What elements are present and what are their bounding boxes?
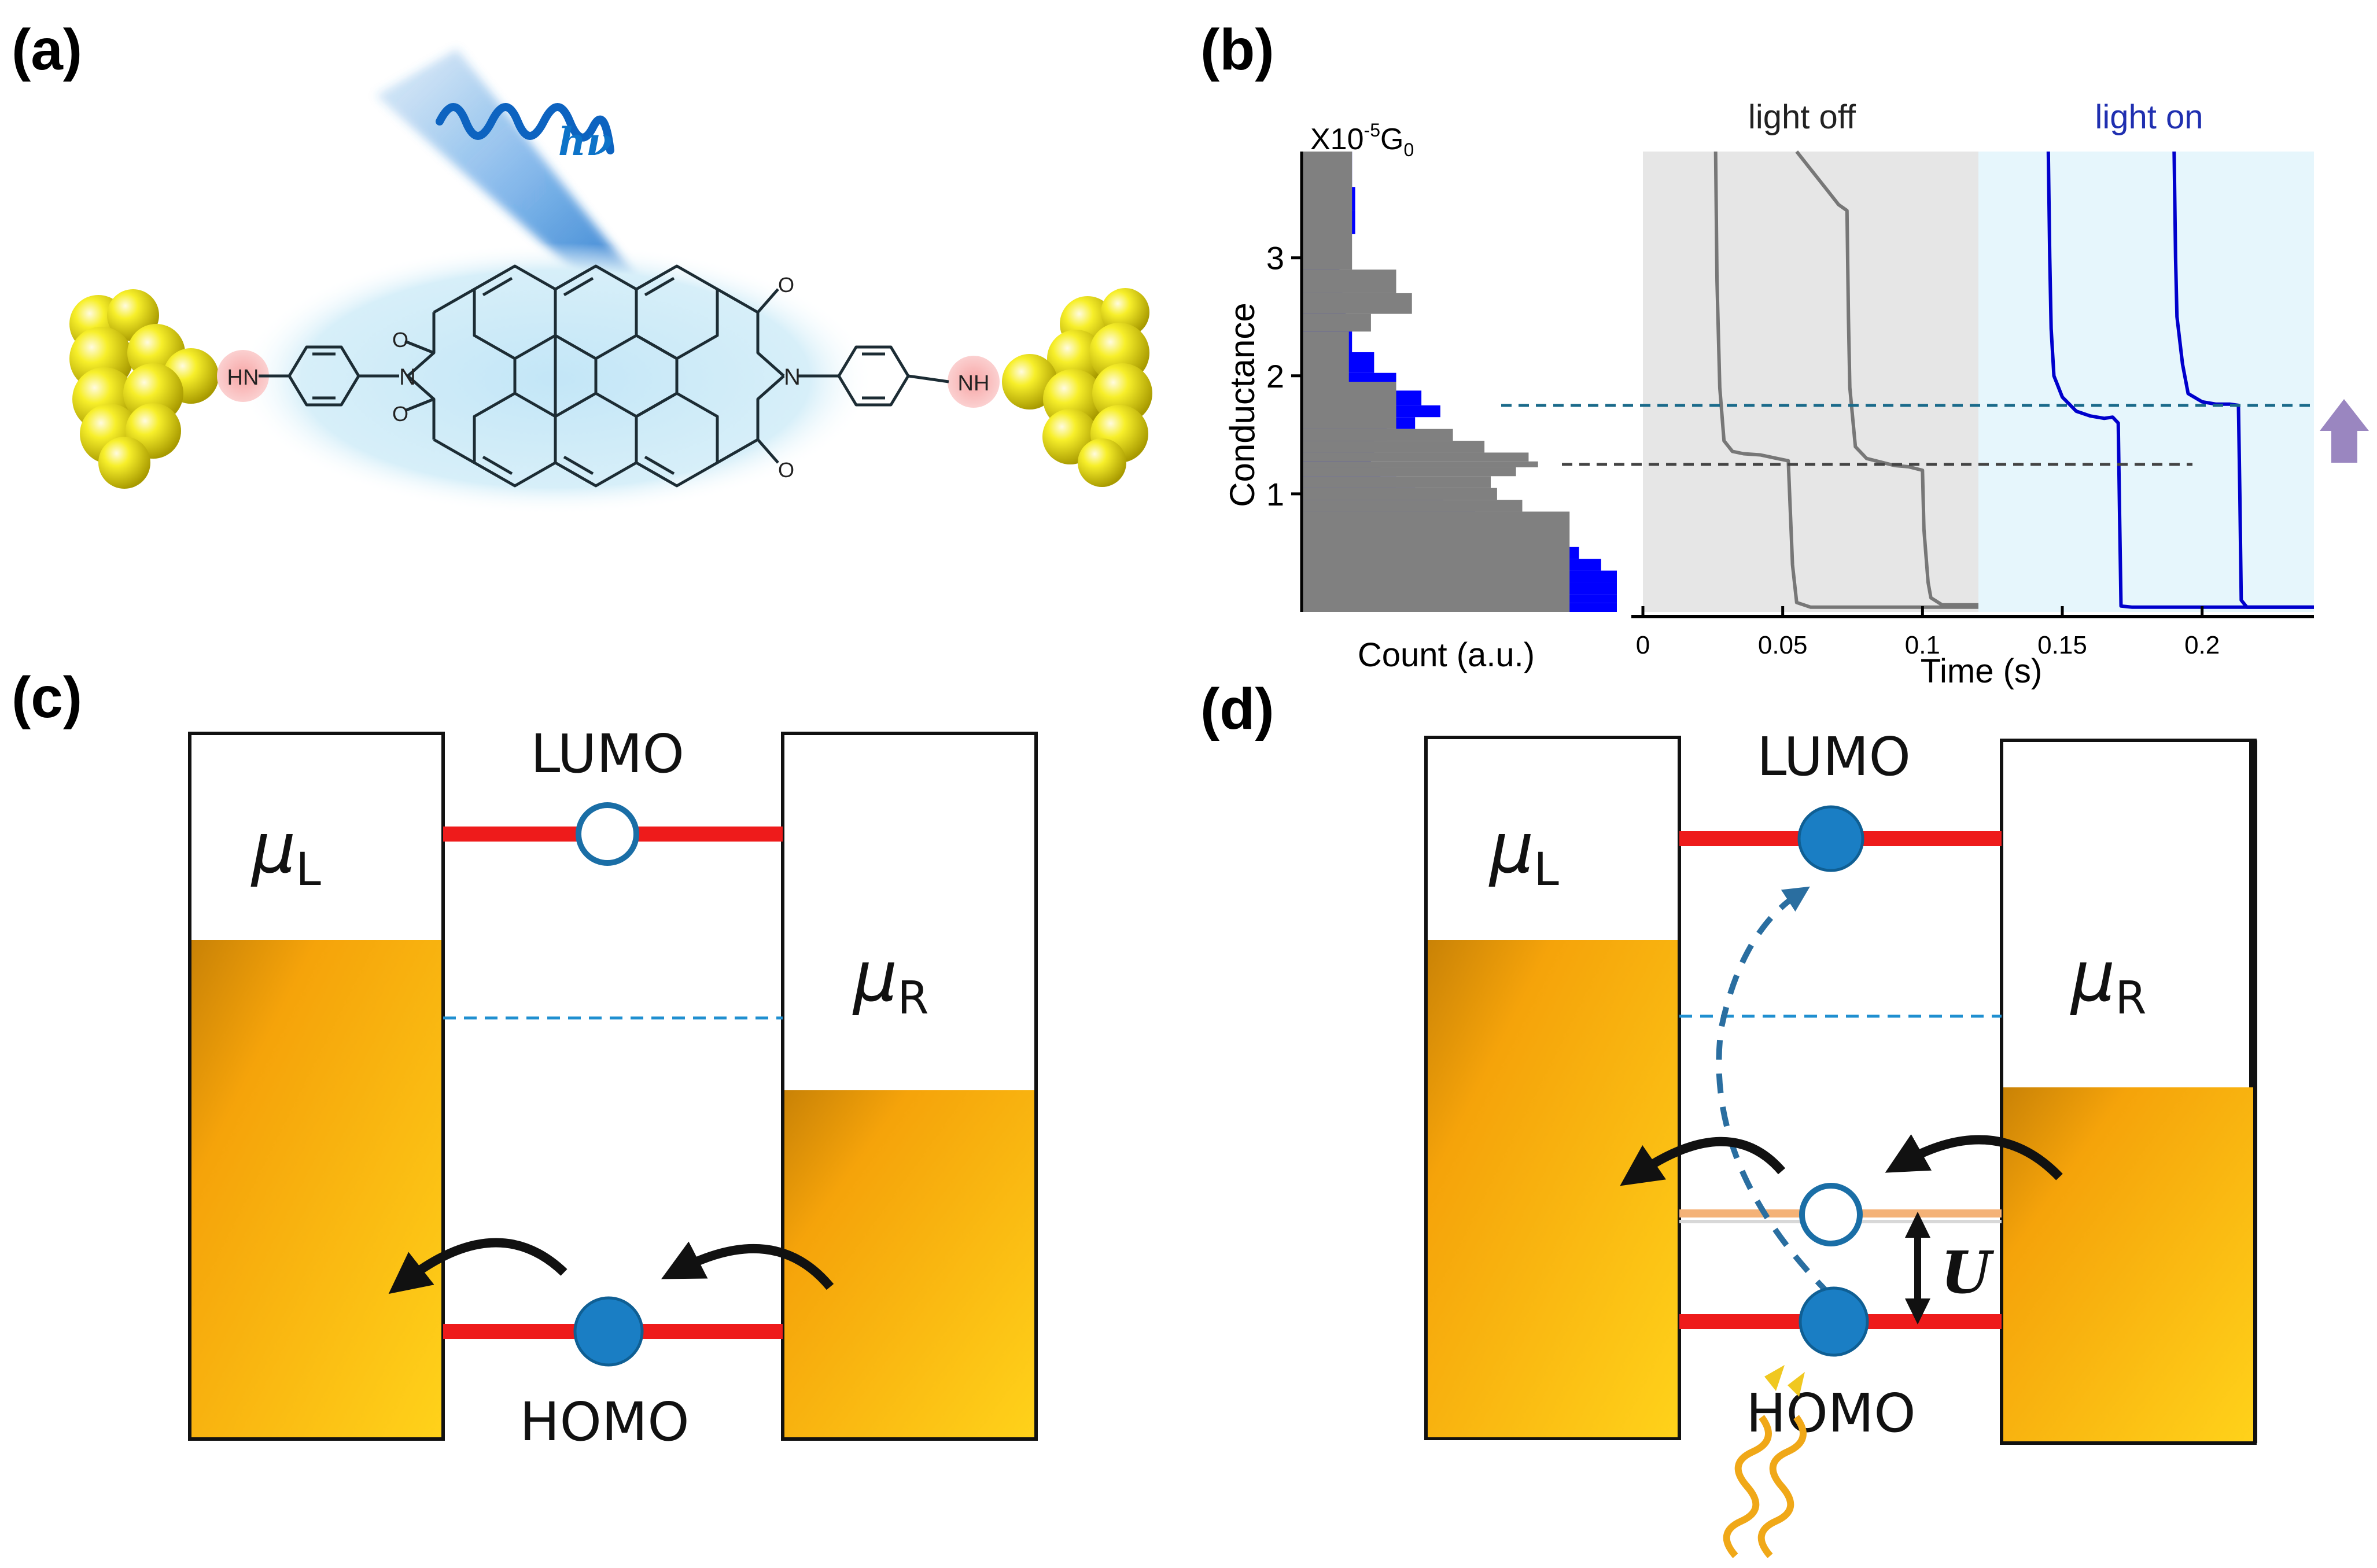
histogram-light-off-bar — [1302, 293, 1412, 314]
panel-d-label: (d) — [1200, 677, 1274, 741]
panel-b-label: (b) — [1200, 17, 1274, 82]
right-electrode-filled — [784, 1090, 1034, 1437]
histogram-light-off-bar — [1302, 476, 1491, 488]
left-anchor-label: HN — [227, 366, 259, 390]
homo-orbital-filled — [573, 1296, 644, 1367]
histogram-light-off-bar — [1302, 270, 1396, 293]
mu-right: μR — [852, 937, 929, 1024]
carbonyl-o-2: O — [392, 402, 408, 426]
panel-a: (a) hν — [12, 17, 1152, 515]
y-axis-label: Conductance — [1223, 302, 1262, 507]
light-off-label: light off — [1748, 98, 1856, 136]
panel-c-label: (c) — [12, 665, 82, 730]
imide-n-left: N — [399, 364, 416, 390]
right-gold-electrode — [1002, 288, 1152, 487]
lumo-orbital-filled-d — [1797, 805, 1864, 872]
x-tick-label: 0.2 — [2184, 631, 2220, 659]
left-electrode-filled — [191, 940, 441, 1437]
histogram-light-off-bar — [1302, 382, 1396, 429]
panel-b: (b) X10-5G0 Conductance 1 2 3 Count (a.u.)… — [1200, 17, 2369, 690]
x-tick-label: 0.15 — [2037, 631, 2087, 659]
homo-label-c: HOMO — [519, 1391, 689, 1453]
y-tick-label: 2 — [1266, 358, 1284, 394]
histogram-light-off-bar — [1302, 461, 1538, 467]
x-axis: 0 0.05 0.1 0.15 0.2 — [1631, 606, 2314, 659]
homo-orbital-filled-d — [1799, 1286, 1869, 1357]
time-x-label: Time (s) — [1921, 652, 2042, 690]
histogram-light-off-bar — [1302, 488, 1497, 500]
hop-arrow-left-icon — [388, 1238, 567, 1294]
histogram — [1300, 152, 1617, 612]
panel-a-label: (a) — [12, 17, 82, 82]
left-anchor-highlight — [217, 350, 269, 402]
histogram-light-off-bar — [1302, 467, 1516, 477]
light-on-label: light on — [2095, 98, 2203, 136]
left-electrode-filled-d — [1428, 940, 1678, 1437]
light-off-region — [1643, 152, 1978, 612]
histogram-light-off-bar — [1302, 429, 1453, 441]
carbonyl-o-3: O — [778, 273, 794, 297]
right-anchor-highlight — [948, 356, 1000, 408]
u-double-arrow-icon — [1905, 1212, 1930, 1325]
panel-c: (c) μL μR LUMO HOMO — [12, 665, 1038, 1453]
hop-arrow-right-icon — [661, 1241, 834, 1290]
y-tick-label: 3 — [1266, 240, 1284, 276]
right-anchor-label: NH — [958, 371, 990, 396]
histogram-light-off-bar — [1302, 313, 1371, 332]
hist-unit-label: X10-5G0 — [1310, 120, 1414, 160]
lumo-orbital-empty — [576, 802, 639, 866]
trace-light-off — [1795, 150, 1978, 607]
lumo-label-c: LUMO — [530, 723, 684, 785]
carbonyl-o-4: O — [778, 458, 794, 482]
panel-d: (d) μL μR LUMO HOMO U — [1200, 677, 2257, 1558]
x-tick-label: 0 — [1636, 631, 1650, 659]
light-wave-icon — [436, 103, 614, 154]
conductance-increase-arrow-icon — [2320, 399, 2369, 463]
lumo-label-d: LUMO — [1757, 726, 1911, 788]
histogram-light-off-bar — [1302, 500, 1523, 512]
mu-left-d: μL — [1488, 809, 1559, 896]
perylene-diimide-molecule — [259, 264, 949, 488]
y-tick-label: 1 — [1266, 476, 1284, 512]
x-tick-label: 0.1 — [1905, 631, 1940, 659]
carbonyl-o-1: O — [392, 328, 408, 352]
shifted-orbital-empty-d — [1799, 1183, 1863, 1246]
time-traces — [1501, 150, 2314, 612]
light-beam: hν — [376, 49, 636, 295]
histogram-light-off-bar — [1302, 152, 1353, 270]
excitation-arrow-icon — [1716, 886, 1833, 1298]
trace-light-on — [2046, 151, 2314, 609]
hv-label: hν — [558, 119, 613, 164]
trace-light-off — [1713, 151, 1978, 609]
imide-n-right: N — [784, 364, 801, 390]
hist-x-label: Count (a.u.) — [1358, 636, 1535, 674]
y-axis-ticks: 1 2 3 — [1266, 240, 1302, 512]
homo-label-d: HOMO — [1746, 1382, 1915, 1444]
u-label: U — [1941, 1238, 1995, 1307]
right-electrode-filled-d — [2003, 1087, 2253, 1441]
left-gold-electrode — [69, 289, 219, 489]
mu-left: μL — [250, 809, 321, 896]
hop-arrow-left-d-icon — [1620, 1137, 1786, 1186]
photon-icon — [1723, 1365, 1807, 1558]
histogram-light-off-bar — [1302, 331, 1349, 382]
histogram-light-off-bar — [1302, 441, 1485, 453]
light-on-region — [1978, 152, 2314, 612]
hop-arrow-right-d-icon — [1885, 1134, 2063, 1180]
mu-right-d: μR — [2070, 937, 2147, 1024]
histogram-light-off-bar — [1302, 511, 1570, 612]
x-tick-label: 0.05 — [1758, 631, 1808, 659]
histogram-light-off-bar — [1302, 452, 1529, 462]
